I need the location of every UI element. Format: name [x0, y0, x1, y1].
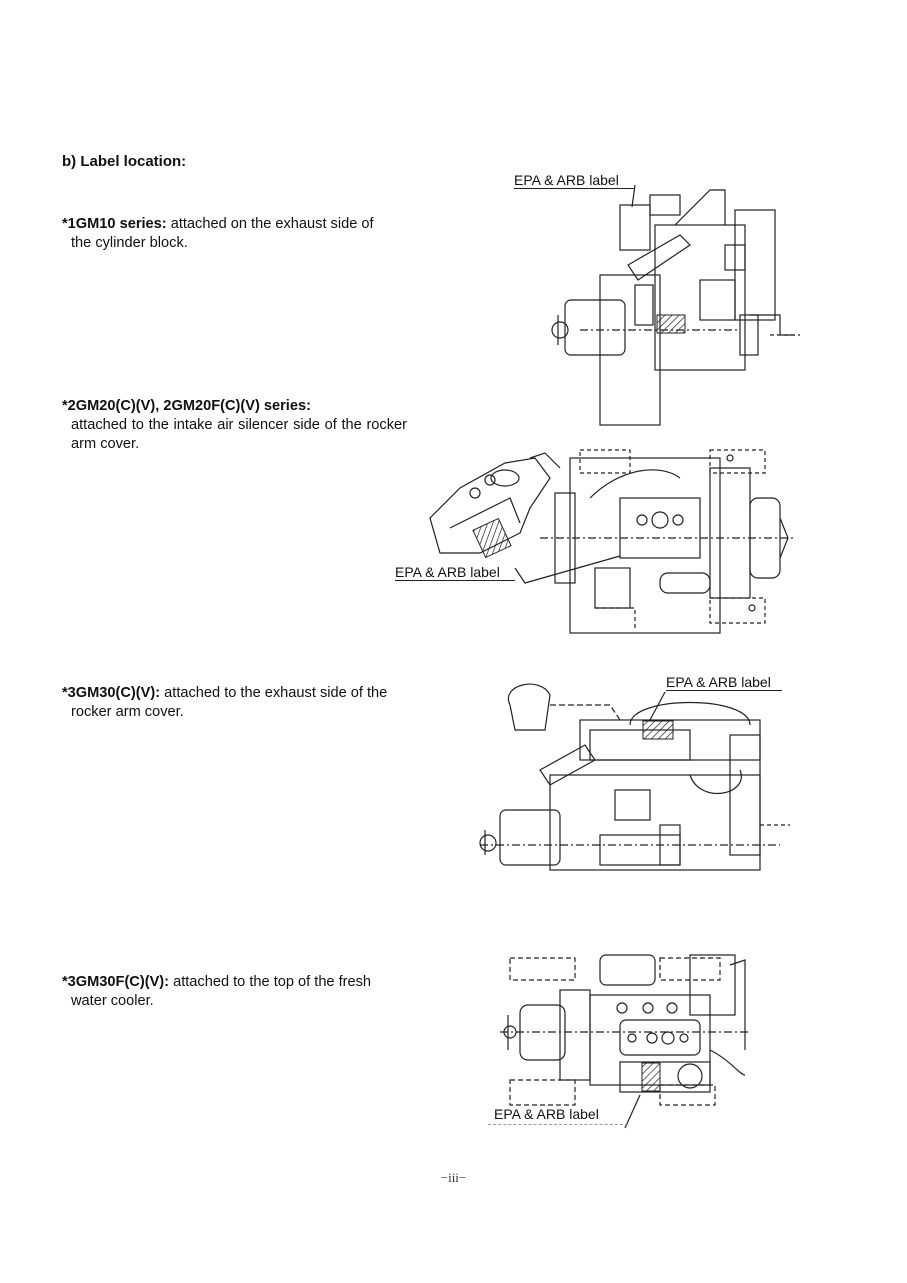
engine-3gm30-diagram: [479, 683, 790, 871]
entry-text-cont: the cylinder block.: [71, 235, 188, 251]
entry-text: attached on the exhaust side of: [166, 216, 374, 232]
label-underline: [488, 1124, 628, 1125]
entry-1gm10: *1GM10 series: attached on the exhaust s…: [62, 215, 407, 253]
engine-1gm10-diagram: [551, 184, 800, 426]
model-name: *2GM20(C)(V), 2GM20F(C)(V) series:: [62, 398, 311, 414]
entry-2gm20: *2GM20(C)(V), 2GM20F(C)(V) series: attac…: [62, 397, 407, 454]
entry-text-cont: attached to the intake air silencer side…: [71, 417, 407, 452]
model-name: *3GM30F(C)(V):: [62, 974, 170, 990]
entry-text-cont: water cooler.: [71, 993, 154, 1009]
entry-text: attached to the top of the fresh: [169, 974, 372, 990]
page-number: −iii−: [440, 1170, 467, 1185]
entry-3gm30f: *3GM30F(C)(V): attached to the top of th…: [62, 973, 407, 1011]
figure-label-3gm30: EPA & ARB label: [666, 674, 782, 691]
figure-label-2gm20: EPA & ARB label: [395, 564, 515, 581]
model-name: *3GM30(C)(V):: [62, 685, 161, 701]
entry-text-cont: rocker arm cover.: [71, 704, 184, 720]
entry-text: attached to the exhaust side of the: [160, 685, 388, 701]
model-name: *1GM10 series:: [62, 216, 167, 232]
figure-label-3gm30f: EPA & ARB label: [494, 1106, 599, 1122]
figure-label-1gm10: EPA & ARB label: [514, 172, 634, 189]
engine-2gm20-diagram: [429, 449, 795, 634]
entry-3gm30: *3GM30(C)(V): attached to the exhaust si…: [62, 684, 407, 722]
section-heading: b) Label location:: [62, 153, 187, 170]
engine-3gm30f-diagram: [500, 954, 750, 1129]
